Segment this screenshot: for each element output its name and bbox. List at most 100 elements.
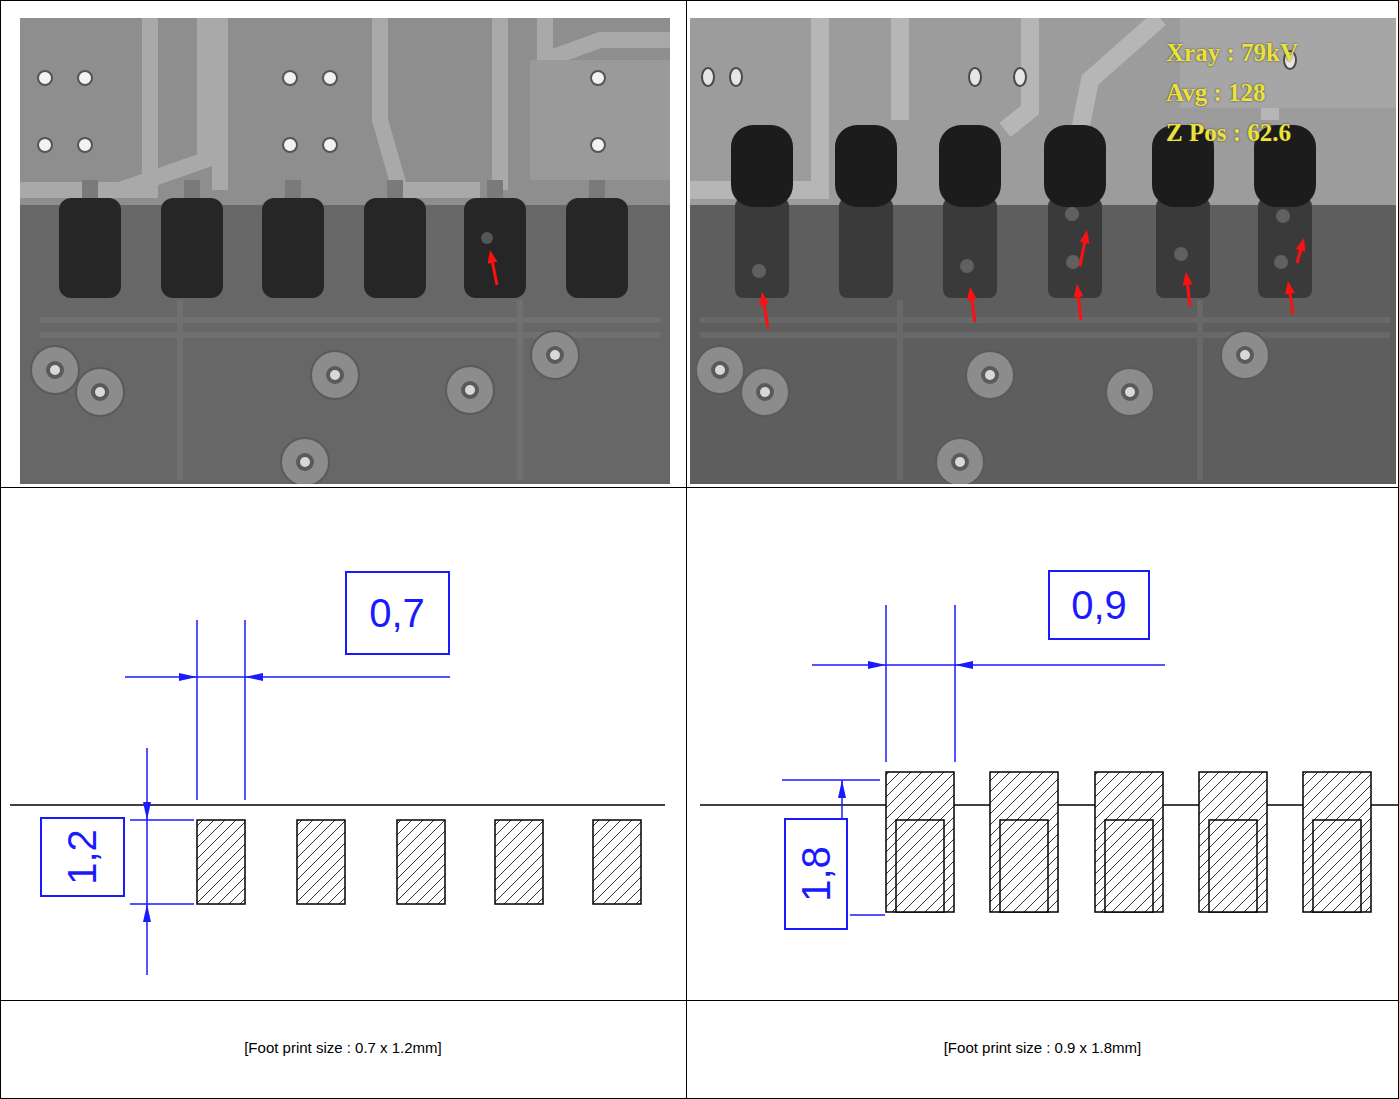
dimension-arrowhead [143, 802, 151, 820]
extension-line [196, 620, 198, 800]
via-hole [756, 383, 774, 401]
via-ring [741, 368, 789, 416]
via-ring [936, 438, 984, 484]
solder-void [752, 264, 766, 278]
via-ring [1221, 331, 1269, 379]
footprint-pad [1095, 772, 1163, 912]
via-dot [323, 138, 337, 152]
via-hole-center [760, 387, 770, 397]
via-hole-center [715, 365, 725, 375]
solder-joint [1258, 198, 1312, 298]
xray-setting: Xray : 79kV [1166, 40, 1298, 65]
via-dot [38, 71, 52, 85]
dimension-arrowhead [143, 904, 151, 922]
extension-line [885, 605, 887, 762]
red-arrow-shaft [1290, 294, 1293, 314]
solder-void [1276, 209, 1290, 223]
red-arrow-head [1285, 281, 1295, 295]
solder-joint [1156, 198, 1210, 298]
via-hole-center [330, 370, 340, 380]
dimension-box: 0,9 [1048, 570, 1150, 640]
table-rule [0, 487, 1399, 488]
via-hole [1121, 383, 1139, 401]
solder-void [1274, 255, 1288, 269]
via-hole [461, 381, 479, 399]
table-cell-caption: [Foot print size : 0.9 x 1.8mm] [686, 1039, 1399, 1057]
via-dot [323, 71, 337, 85]
pcb-trace [492, 18, 508, 190]
dimension-arrowhead [179, 673, 197, 681]
solder-void [1065, 207, 1079, 221]
via-ring [76, 368, 124, 416]
pcb-trace [545, 18, 670, 60]
red-arrow-head [488, 250, 498, 264]
via-ring [696, 346, 744, 394]
via-hole [711, 361, 729, 379]
via-hole-center [955, 457, 965, 467]
footprint-pad [297, 820, 345, 904]
pcb-trace [212, 18, 228, 190]
via-ring [31, 346, 79, 394]
pcb-trace [891, 18, 909, 120]
footprint-pad-inner [896, 820, 944, 912]
pcb-trace [177, 300, 183, 480]
dimension-box: 1,8 [784, 818, 848, 930]
footprint-pad [1199, 772, 1267, 912]
via-dot [730, 68, 742, 86]
via-dot [38, 138, 52, 152]
table-rule [0, 1000, 1399, 1001]
dimension-value: 0,9 [1071, 585, 1127, 625]
via-hole-center [95, 387, 105, 397]
red-arrow-shaft [764, 305, 768, 328]
copper-plane [530, 60, 670, 180]
pcb-trace [120, 18, 205, 190]
footprint-pad [197, 820, 245, 904]
via-ring [311, 351, 359, 399]
via-dot [702, 68, 714, 86]
red-arrow-head [1073, 284, 1083, 297]
via-hole [46, 361, 64, 379]
via-hole-center [50, 365, 60, 375]
pcb-trace [380, 18, 480, 190]
via-ring [531, 331, 579, 379]
solder-void [960, 259, 974, 273]
footprint-pad-inner [1105, 820, 1153, 912]
pcb-trace [897, 300, 903, 480]
red-arrow-shaft [1297, 251, 1300, 263]
via-ring [446, 366, 494, 414]
via-hole-center [550, 350, 560, 360]
extension-line [850, 914, 885, 916]
via-hole [951, 453, 969, 471]
via-dot [969, 68, 981, 86]
footprint-pad [1303, 772, 1371, 912]
extension-line [130, 819, 194, 821]
via-dot [78, 71, 92, 85]
red-arrow-shaft [1188, 285, 1190, 306]
solder-joint [262, 198, 324, 298]
solder-fillet [835, 125, 897, 207]
pcb-trace [20, 18, 150, 190]
solder-void [1066, 255, 1080, 269]
via-hole [1236, 346, 1254, 364]
solder-joint [161, 198, 223, 298]
red-arrow-head [1080, 230, 1090, 244]
pcb-trace [40, 317, 660, 323]
pcb-trace [1080, 18, 1160, 130]
footprint-pad [397, 820, 445, 904]
pcb-trace [1005, 18, 1030, 130]
pcb-trace [700, 332, 1390, 338]
via-dot [591, 138, 605, 152]
solder-joint [59, 198, 121, 298]
via-hole-center [985, 370, 995, 380]
red-arrow-head [1183, 272, 1193, 285]
pcb-trace [517, 300, 523, 480]
red-arrow-shaft [1080, 243, 1085, 266]
xray-setting: Z Pos : 62.6 [1166, 120, 1291, 145]
dimension-value: 0,7 [369, 593, 425, 633]
via-dot [283, 71, 297, 85]
footprint-pad-inner [1209, 820, 1257, 912]
via-hole [981, 366, 999, 384]
via-hole-center [1125, 387, 1135, 397]
footprint-pad [495, 820, 543, 904]
dimension-arrowhead [868, 661, 886, 669]
